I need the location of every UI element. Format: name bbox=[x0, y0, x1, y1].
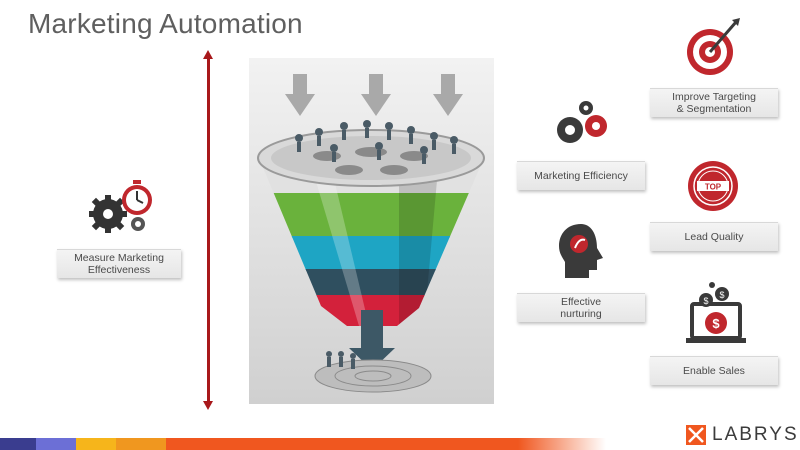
svg-text:$: $ bbox=[712, 316, 720, 331]
label-line: Effective bbox=[560, 296, 602, 308]
labrys-logo-icon bbox=[686, 425, 706, 445]
svg-text:$: $ bbox=[719, 290, 724, 300]
top-badge-text: TOP bbox=[705, 183, 722, 192]
label-line: Improve Targeting bbox=[672, 91, 756, 103]
funnel-graphic bbox=[257, 74, 485, 393]
label-line: & Segmentation bbox=[676, 103, 752, 115]
label-line: nurturing bbox=[560, 308, 602, 320]
gears-stopwatch-icon bbox=[89, 180, 152, 233]
page-title: Marketing Automation bbox=[28, 8, 303, 39]
target-dart-icon bbox=[687, 18, 740, 75]
gears-icon bbox=[557, 101, 607, 143]
svg-text:$: $ bbox=[703, 296, 708, 306]
label-line: Lead Quality bbox=[684, 231, 744, 243]
head-leaf-icon bbox=[559, 224, 603, 278]
effective-nurturing-label: Effective nurturing bbox=[517, 293, 645, 322]
bottom-color-bar bbox=[0, 438, 800, 450]
marketing-efficiency-label: Marketing Efficiency bbox=[517, 161, 645, 190]
measure-effectiveness-label: Measure Marketing Effectiveness bbox=[57, 249, 181, 278]
top-seal-icon: TOP bbox=[688, 161, 738, 211]
logo-text: LABRYS bbox=[712, 424, 799, 445]
label-line: Measure Marketing bbox=[74, 252, 164, 264]
laptop-dollar-icon: $ $ $ bbox=[686, 282, 746, 343]
label-line: Effectiveness bbox=[87, 264, 151, 276]
labrys-logo: LABRYS bbox=[686, 424, 799, 446]
label-line: Marketing Efficiency bbox=[534, 170, 628, 182]
down-arrows bbox=[285, 74, 463, 116]
improve-targeting-label: Improve Targeting & Segmentation bbox=[650, 88, 778, 117]
double-arrow-vertical bbox=[203, 50, 213, 410]
label-line: Enable Sales bbox=[683, 365, 745, 377]
people-figures bbox=[295, 120, 458, 164]
enable-sales-label: Enable Sales bbox=[650, 356, 778, 385]
lead-quality-label: Lead Quality bbox=[650, 222, 778, 251]
